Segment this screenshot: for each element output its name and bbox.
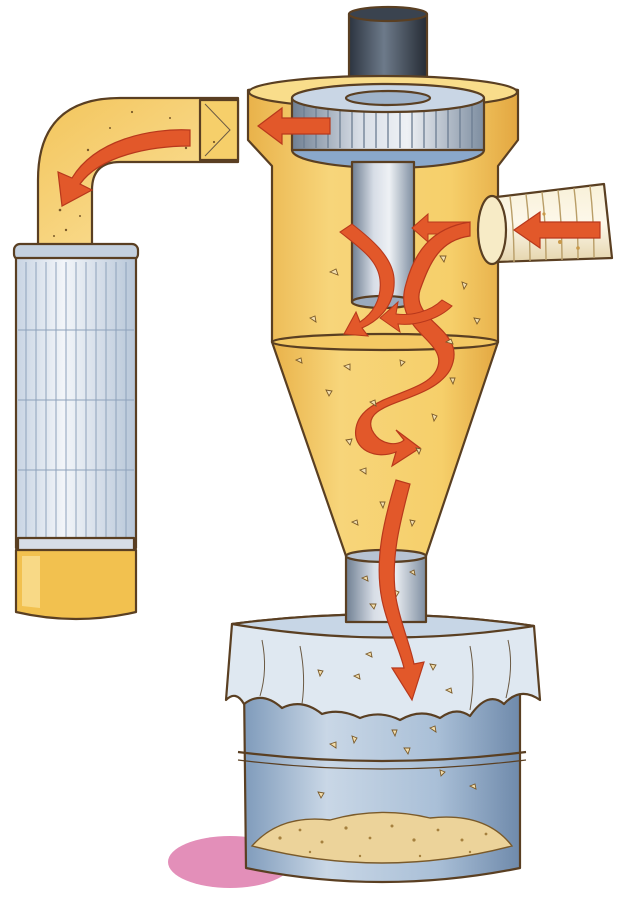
exhaust-elbow-duct bbox=[38, 98, 238, 246]
outlet-pipe-icon bbox=[349, 7, 427, 86]
filter-canister-icon bbox=[14, 244, 138, 619]
